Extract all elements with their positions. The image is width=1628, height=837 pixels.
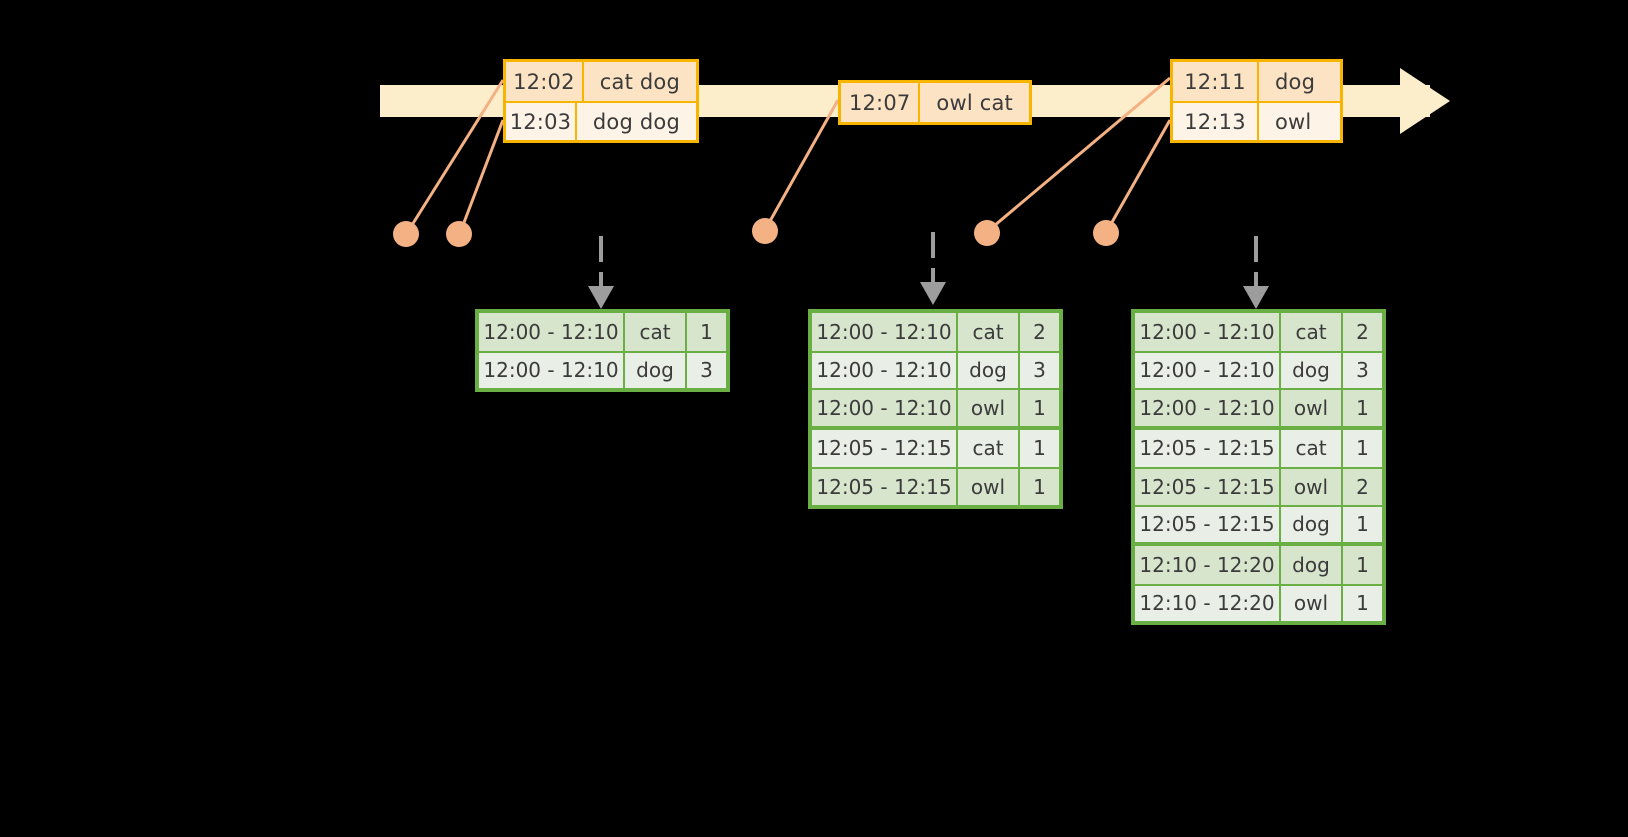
cell-count: 3 <box>1018 352 1059 388</box>
cell-count: 1 <box>1018 469 1059 505</box>
event-words: cat dog <box>599 69 680 94</box>
cell-count: 1 <box>1341 429 1382 467</box>
event-time: 12:03 <box>506 103 577 140</box>
event-dot <box>1093 220 1119 246</box>
cell-count: 2 <box>1341 469 1382 505</box>
cell-window: 12:00 - 12:10 <box>816 319 952 344</box>
cell-window: 12:00 - 12:10 <box>1139 395 1275 420</box>
cell-window: 12:10 - 12:20 <box>1139 552 1275 577</box>
cell-count: 1 <box>1341 506 1382 542</box>
cell-word: cat <box>1279 313 1341 351</box>
dashed-arrow-heads <box>588 282 1269 309</box>
cell-word: owl <box>1279 390 1341 426</box>
cell-window: 12:05 - 12:15 <box>1139 474 1275 499</box>
timeline-event-row: 12:13 owl <box>1173 101 1340 140</box>
connector-dots <box>393 218 1119 247</box>
timeline-event-row: 12:02 cat dog <box>506 62 696 101</box>
event-time: 12:11 <box>1173 62 1259 101</box>
timeline-event-box-2[interactable]: 12:07 owl cat <box>838 80 1032 125</box>
cell-window: 12:05 - 12:15 <box>1139 512 1275 537</box>
cell-word: cat <box>623 313 685 351</box>
timeline-event-box-3[interactable]: 12:11 dog 12:13 owl <box>1170 59 1343 143</box>
cell-word: owl <box>956 469 1018 505</box>
cell-word: owl <box>1279 585 1341 621</box>
cell-window: 12:00 - 12:10 <box>1139 358 1275 383</box>
cell-window: 12:00 - 12:10 <box>816 395 952 420</box>
cell-word: owl <box>956 390 1018 426</box>
cell-word: dog <box>623 352 685 388</box>
cell-count: 1 <box>1341 390 1382 426</box>
cell-count: 1 <box>1018 429 1059 467</box>
cell-count: 2 <box>1018 313 1059 351</box>
event-words: owl cat <box>936 90 1013 115</box>
cell-count: 3 <box>685 352 726 388</box>
cell-count: 2 <box>1341 313 1382 351</box>
timeline-event-row: 12:07 owl cat <box>841 83 1029 122</box>
cell-count: 1 <box>1018 390 1059 426</box>
cell-count: 1 <box>1341 585 1382 621</box>
event-words: owl <box>1275 109 1312 134</box>
cell-window: 12:10 - 12:20 <box>1139 591 1275 616</box>
cell-count: 1 <box>685 313 726 351</box>
cell-word: dog <box>1279 546 1341 584</box>
cell-word: cat <box>1279 429 1341 467</box>
cell-window: 12:00 - 12:10 <box>483 358 619 383</box>
cell-word: dog <box>1279 506 1341 542</box>
cell-window: 12:00 - 12:10 <box>1139 319 1275 344</box>
cell-window: 12:05 - 12:15 <box>816 436 952 461</box>
event-dot <box>974 220 1000 246</box>
cell-count: 1 <box>1341 546 1382 584</box>
event-dot <box>446 221 472 247</box>
dashed-arrows <box>599 232 1258 288</box>
event-words: dog dog <box>592 109 680 134</box>
event-time: 12:02 <box>506 62 584 101</box>
cell-word: cat <box>956 313 1018 351</box>
timeline-event-row: 12:11 dog <box>1173 62 1340 101</box>
cell-window: 12:00 - 12:10 <box>816 358 952 383</box>
cell-word: owl <box>1279 469 1341 505</box>
timeline-event-box-1[interactable]: 12:02 cat dog 12:03 dog dog <box>503 59 699 143</box>
cell-window: 12:00 - 12:10 <box>483 319 619 344</box>
cell-word: cat <box>956 429 1018 467</box>
event-dot <box>393 221 419 247</box>
cell-window: 12:05 - 12:15 <box>1139 436 1275 461</box>
event-time: 12:07 <box>841 83 921 122</box>
cell-count: 3 <box>1341 352 1382 388</box>
event-dot <box>752 218 778 244</box>
cell-window: 12:05 - 12:15 <box>816 474 952 499</box>
cell-word: dog <box>956 352 1018 388</box>
event-words: dog <box>1275 69 1316 94</box>
cell-word: dog <box>1279 352 1341 388</box>
timeline-event-row: 12:03 dog dog <box>506 101 696 140</box>
event-time: 12:13 <box>1173 103 1259 140</box>
